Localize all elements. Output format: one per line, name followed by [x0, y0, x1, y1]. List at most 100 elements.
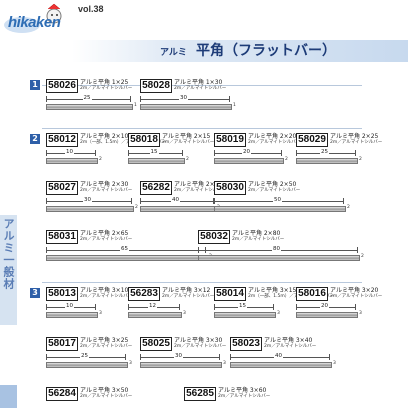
dimension-tick [46, 247, 47, 253]
flat-bar-profile [214, 158, 284, 164]
product-name: アルミ平角 2×80 [232, 230, 281, 237]
flat-bar-profile [198, 255, 360, 261]
product-code: 58012 [46, 133, 78, 147]
section-number-1: 1 [30, 80, 40, 90]
product-name: アルミ平角 2×25 [330, 133, 379, 140]
dimension-tick [296, 304, 297, 310]
product-spec: 2m／アルマイトシルバー [162, 140, 215, 145]
product-spec: 2m（一部、1.5m）／アルマイトシルバー [80, 140, 167, 145]
product-code: 58016 [296, 287, 328, 301]
product-spec: 2m／アルマイトシルバー [218, 394, 271, 399]
dimension-width-label: 20 [242, 149, 251, 155]
dimension-tick [46, 354, 47, 360]
product-code: 58030 [214, 181, 246, 195]
product-name: アルミ平角 2×50 [248, 181, 297, 188]
dimension-tick [198, 247, 199, 253]
dimension-tick [125, 354, 126, 360]
flat-bar-profile [46, 206, 134, 212]
thickness-label: 2 [361, 254, 364, 259]
side-category-tab [0, 215, 17, 325]
product-spec: 2m／アルマイトシルバー [80, 188, 133, 193]
dimension-tick [46, 96, 47, 102]
thickness-label: 3 [183, 311, 186, 316]
dimension-tick [229, 96, 230, 102]
logo-text: hikaken [8, 14, 61, 31]
dimension-tick [46, 150, 47, 156]
dimension-width-label: 40 [171, 197, 180, 203]
title-prefix: アルミ [160, 48, 187, 58]
dimension-tick [214, 304, 215, 310]
dimension-tick [179, 304, 180, 310]
product-spec: 2m／アルマイトシルバー [80, 394, 133, 399]
section-divider [42, 128, 362, 129]
dimension-width-label: 25 [80, 353, 89, 359]
product-spec: 2m／アルマイトシルバー [330, 294, 383, 299]
dimension-tick [214, 150, 215, 156]
product-name: アルミ平角 2×10 [80, 133, 129, 140]
dimension-tick [343, 198, 344, 204]
product-name: アルミ平角 3×10 [80, 287, 129, 294]
product-spec: 2m／アルマイトシルバー [264, 344, 317, 349]
dimension-tick [128, 304, 129, 310]
dimension-width-label: 10 [65, 303, 74, 309]
dimension-width-label: 20 [320, 303, 329, 309]
dimension-tick [95, 150, 96, 156]
flat-bar-profile [140, 104, 232, 110]
section-number-2: 2 [30, 134, 40, 144]
dimension-tick [281, 150, 282, 156]
dimension-tick [46, 304, 47, 310]
product-spec: 2m／アルマイトシルバー [174, 86, 227, 91]
product-spec: 2m／アルマイトシルバー [232, 237, 285, 242]
thickness-label: 2 [285, 157, 288, 162]
page-title: 平角（フラットバー） [196, 43, 336, 59]
dimension-tick [95, 304, 96, 310]
dimension-width-label: 65 [120, 246, 129, 252]
flat-bar-profile [140, 206, 216, 212]
product-spec: 2m／アルマイトシルバー [80, 344, 133, 349]
flat-bar-profile [46, 362, 128, 368]
product-code: 58025 [140, 337, 172, 351]
flat-bar-profile [230, 362, 332, 368]
dimension-width-label: 50 [273, 197, 282, 203]
dimension-width-label: 15 [149, 149, 159, 155]
product-spec: 2m／アルマイトシルバー [162, 294, 215, 299]
flat-bar-profile [140, 362, 222, 368]
dimension-width-label: 10 [65, 149, 74, 155]
dimension-width-label: 30 [174, 353, 183, 359]
product-name: アルミ平角 3×30 [174, 337, 223, 344]
product-spec: 2m／アルマイトシルバー [80, 237, 133, 242]
dimension-tick [355, 304, 356, 310]
dimension-tick [131, 198, 132, 204]
product-name: アルミ平角 2×30 [80, 181, 129, 188]
product-spec: 2m／アルマイトシルバー [80, 86, 133, 91]
side-color-strip [0, 385, 17, 408]
product-name: アルミ平角 3×50 [80, 387, 129, 394]
product-code: 58026 [46, 79, 78, 93]
dimension-width-label: 80 [272, 246, 281, 252]
product-name: アルミ平角 3×15 [248, 287, 297, 294]
section-number-3: 3 [30, 288, 40, 298]
thickness-label: 3 [333, 361, 336, 366]
dimension-tick [357, 247, 358, 253]
dimension-tick [130, 96, 131, 102]
dimension-tick [140, 198, 141, 204]
product-spec: 2m／アルマイトシルバー [174, 344, 227, 349]
product-code: 58018 [128, 133, 160, 147]
flat-bar-profile [214, 312, 276, 318]
product-spec: 2m／アルマイトシルバー [80, 294, 133, 299]
product-code: 56284 [46, 387, 78, 401]
dimension-tick [230, 354, 231, 360]
flat-bar-profile [128, 158, 185, 164]
dimension-width-label: 40 [274, 353, 283, 359]
dimension-tick [46, 198, 47, 204]
dimension-tick [128, 150, 129, 156]
product-name: アルミ平角 3×40 [264, 337, 313, 344]
product-spec: 2m／アルマイトシルバー [330, 140, 383, 145]
dimension-tick [182, 150, 183, 156]
product-name: アルミ平角 2×65 [80, 230, 129, 237]
product-name: アルミ平角 3×20 [330, 287, 379, 294]
section-divider [42, 85, 362, 86]
brand-logo [2, 3, 102, 33]
thickness-label: 3 [277, 311, 280, 316]
dimension-tick [213, 198, 214, 204]
